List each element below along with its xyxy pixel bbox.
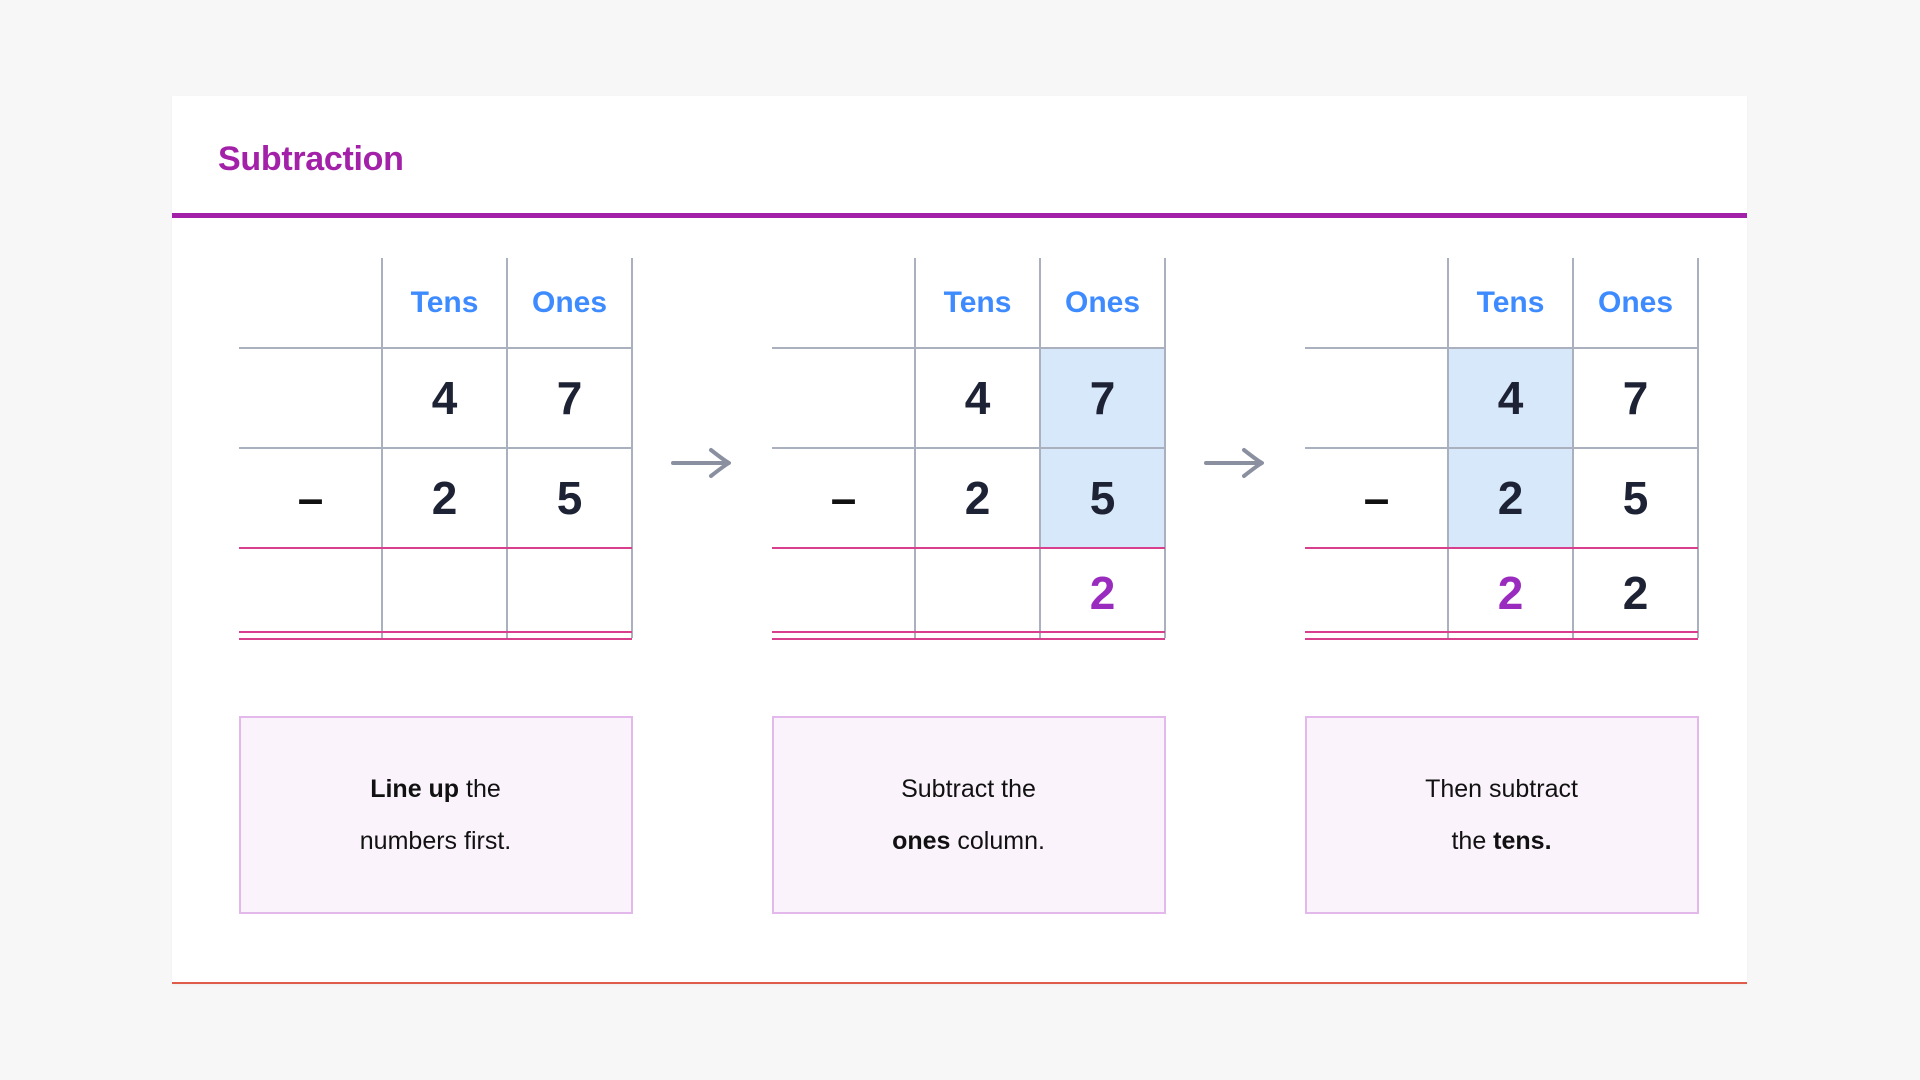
place-value-grid-1: Tens Ones 4 7 – 2 5 [239, 258, 633, 640]
caption-cell-3: Then subtract the tens. [1274, 716, 1729, 914]
grid-vline-right [1164, 258, 1166, 638]
minuend-tens-digit: 4 [431, 372, 458, 424]
subtrahend-ones-digit: 5 [556, 472, 583, 524]
grid-hline-answer-top [239, 631, 632, 633]
title-divider [172, 213, 1747, 218]
caption-box-3: Then subtract the tens. [1304, 716, 1699, 914]
column-header-tens: Tens [1476, 286, 1545, 319]
captions-row: Line up the numbers first. Subtract the … [172, 668, 1747, 914]
minuend-operator-blank [772, 348, 915, 448]
grid-hline-under-headers [772, 347, 1165, 349]
grid-hline-subtraction-bar [239, 547, 632, 549]
result-ones-digit: 2 [1622, 567, 1649, 619]
caption-bold-3: tens. [1493, 827, 1552, 855]
caption-box-2: Subtract the ones column. [771, 716, 1166, 914]
subtrahend-tens-digit: 2 [431, 472, 458, 524]
grid-hline-under-minuend [1305, 447, 1698, 449]
grid-corner-blank [1305, 258, 1448, 348]
subtrahend-ones-digit: 5 [1622, 472, 1649, 524]
grid-hline-answer-bottom [772, 638, 1165, 640]
caption-line-2: the tens. [1451, 826, 1551, 856]
subtrahend-tens-digit: 2 [964, 472, 991, 524]
grid-hline-answer-bottom [1305, 638, 1698, 640]
card-header: Subtraction [172, 96, 1747, 218]
steps-row: Tens Ones 4 7 – 2 5 [172, 218, 1747, 668]
grid-corner-blank [239, 258, 382, 348]
caption-line-1: Then subtract [1425, 774, 1578, 804]
arrow-right-icon-2 [1196, 258, 1274, 668]
page-title: Subtraction [218, 140, 404, 178]
grid-hline-subtraction-bar [772, 547, 1165, 549]
minuend-ones-digit: 7 [556, 372, 583, 424]
grid-hline-answer-top [772, 631, 1165, 633]
caption-text-2: numbers first. [359, 827, 512, 855]
caption-cell-2: Subtract the ones column. [741, 716, 1196, 914]
grid-hline-under-headers [239, 347, 632, 349]
caption-line-2: ones column. [892, 826, 1045, 856]
grid-vline-right [631, 258, 633, 638]
result-operator-blank [1305, 548, 1448, 638]
column-header-ones: Ones [1064, 286, 1141, 319]
step-2: Tens Ones 4 7 – 2 5 2 [741, 258, 1196, 640]
minuend-ones-digit: 7 [1089, 372, 1116, 424]
minuend-tens-digit: 4 [964, 372, 991, 424]
caption-bold-2: ones [892, 827, 951, 855]
caption-box-1: Line up the numbers first. [238, 716, 633, 914]
grid-corner-blank [772, 258, 915, 348]
subtraction-operator: – [1363, 471, 1390, 524]
column-header-tens: Tens [410, 286, 479, 319]
caption-text-1: the [459, 775, 501, 803]
caption-line-1: Line up the [370, 774, 501, 804]
column-header-tens: Tens [943, 286, 1012, 319]
caption-gap-1 [663, 716, 741, 914]
grid-hline-answer-top [1305, 631, 1698, 633]
result-tens-digit [915, 548, 1040, 638]
caption-gap-2 [1196, 716, 1274, 914]
caption-bold-1: Line up [370, 775, 460, 803]
minuend-tens-digit: 4 [1497, 372, 1524, 424]
caption-cell-1: Line up the numbers first. [208, 716, 663, 914]
minuend-operator-blank [1305, 348, 1448, 448]
result-operator-blank [239, 548, 382, 638]
caption-text-2: column. [950, 827, 1045, 855]
result-operator-blank [772, 548, 915, 638]
caption-text-1: Then subtract [1425, 775, 1578, 803]
result-tens-digit: 2 [1497, 567, 1524, 619]
arrow-right-icon-1 [663, 258, 741, 668]
grid-hline-under-minuend [239, 447, 632, 449]
subtrahend-ones-digit: 5 [1089, 472, 1116, 524]
subtraction-operator: – [830, 471, 857, 524]
minuend-operator-blank [239, 348, 382, 448]
caption-text-1: Subtract the [901, 775, 1036, 803]
result-ones-digit: 2 [1089, 567, 1116, 619]
lesson-card: Subtraction Tens Ones [172, 96, 1747, 984]
grid-hline-answer-bottom [239, 638, 632, 640]
grid-hline-under-headers [1305, 347, 1698, 349]
column-header-ones: Ones [1597, 286, 1674, 319]
caption-line-1: Subtract the [901, 774, 1036, 804]
result-tens-digit [382, 548, 507, 638]
grid-vline-right [1697, 258, 1699, 638]
caption-text-2: the [1451, 827, 1494, 855]
grid-hline-subtraction-bar [1305, 547, 1698, 549]
caption-line-2: numbers first. [360, 826, 511, 856]
subtrahend-tens-digit: 2 [1497, 472, 1524, 524]
grid-hline-under-minuend [772, 447, 1165, 449]
place-value-grid-3: Tens Ones 4 7 – 2 5 2 2 [1305, 258, 1699, 640]
column-header-ones: Ones [531, 286, 608, 319]
subtraction-operator: – [297, 471, 324, 524]
place-value-grid-2: Tens Ones 4 7 – 2 5 2 [772, 258, 1166, 640]
result-ones-digit [507, 548, 632, 638]
step-1: Tens Ones 4 7 – 2 5 [208, 258, 663, 640]
step-3: Tens Ones 4 7 – 2 5 2 2 [1274, 258, 1729, 640]
minuend-ones-digit: 7 [1622, 372, 1649, 424]
